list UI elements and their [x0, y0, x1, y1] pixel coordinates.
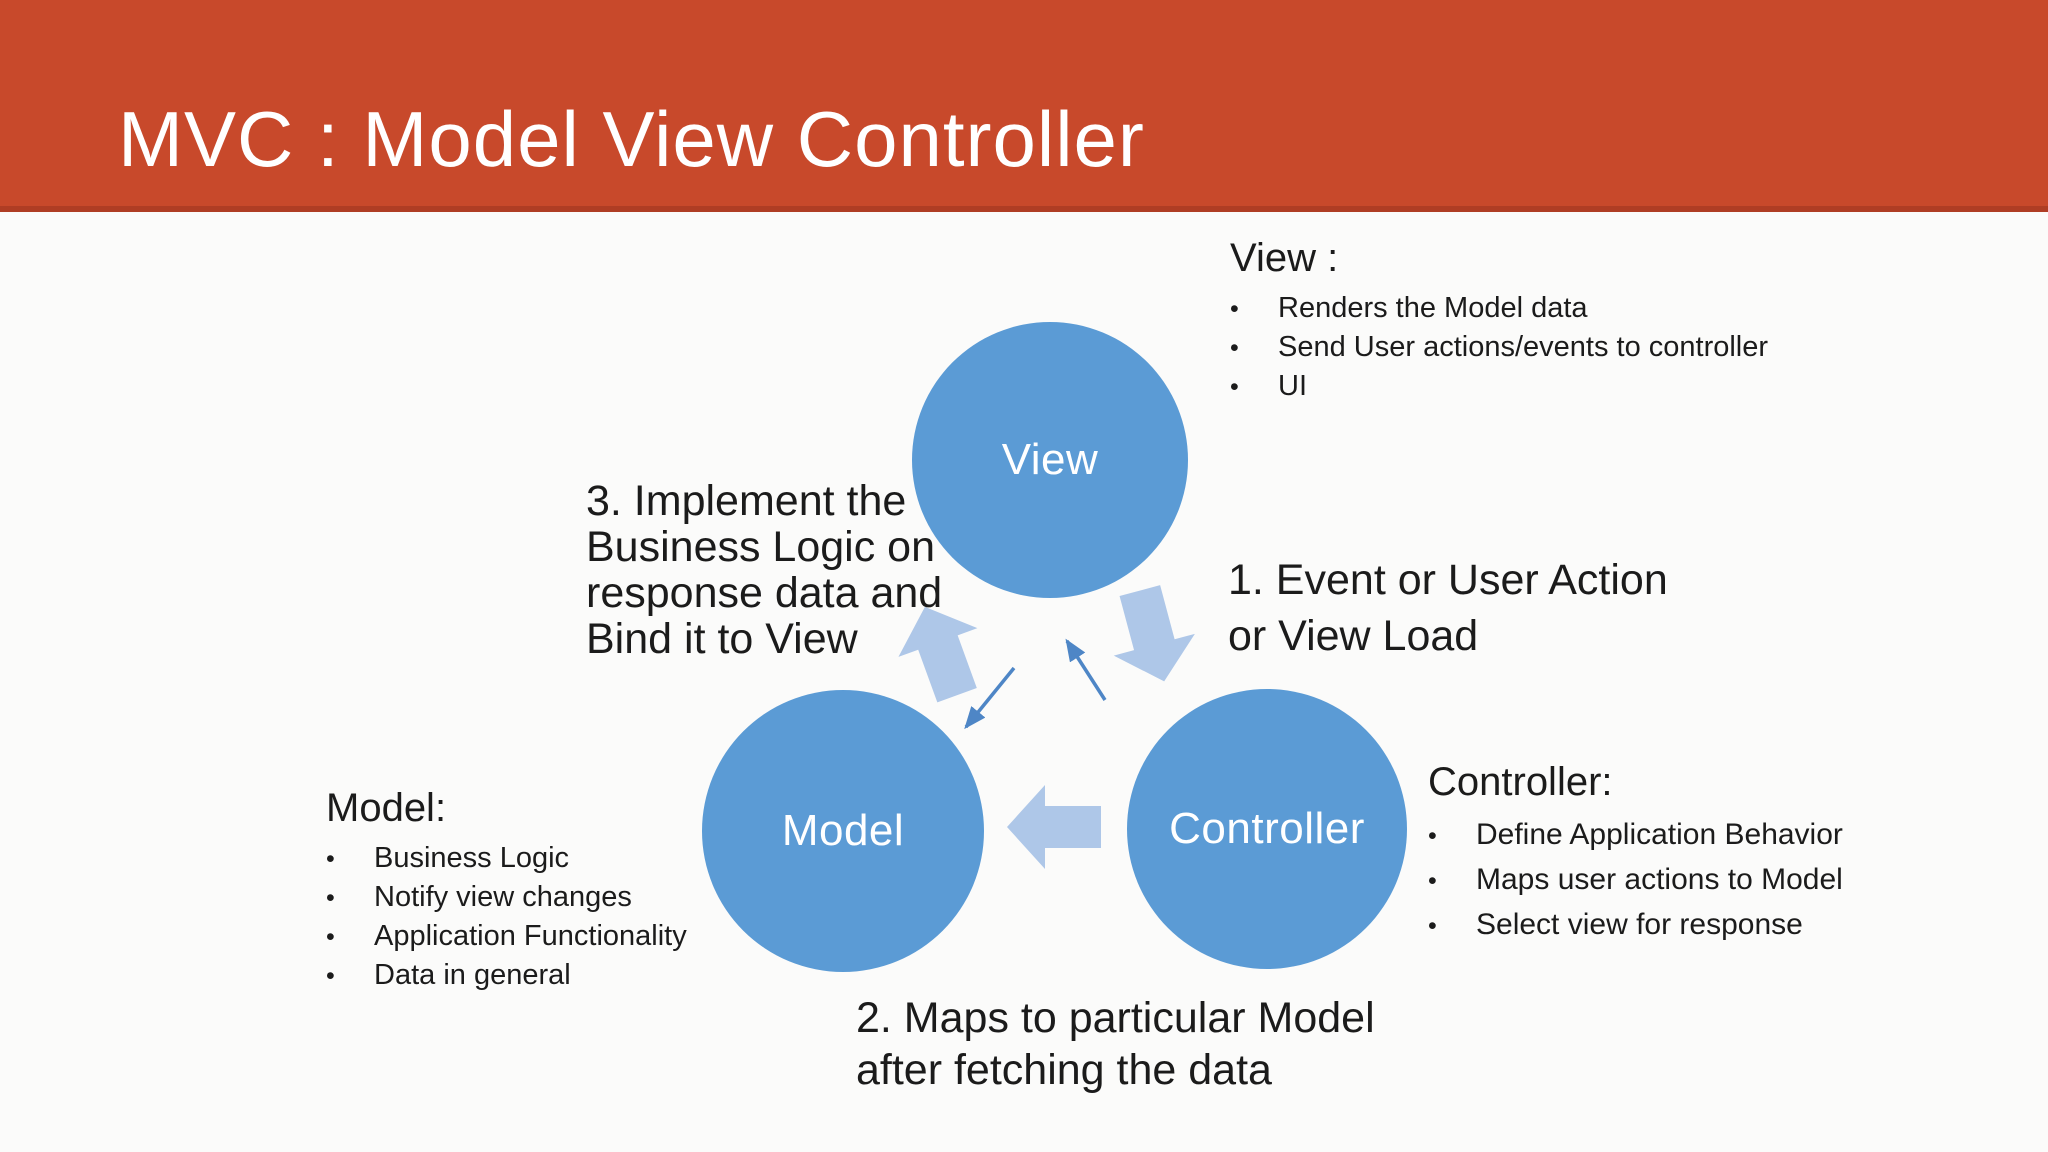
model-notes-heading: Model: [326, 786, 447, 830]
bullet-text: Define Application Behavior [1476, 818, 1843, 851]
bullet-marker-icon: • [326, 923, 335, 951]
view-to-controller-arrow-icon [1113, 585, 1195, 682]
bullet-item: • Select view for response [1428, 903, 2028, 948]
bullet-marker-icon: • [1428, 912, 1437, 940]
view-notes-list: • Renders the Model data • Send User act… [1230, 289, 1950, 406]
bullet-text: Data in general [374, 959, 571, 991]
bullet-item: • Notify view changes [326, 878, 886, 917]
bullet-item: • Application Functionality [326, 917, 886, 956]
node-model-label: Model [781, 806, 905, 855]
bullet-item: • Renders the Model data [1230, 289, 1950, 328]
view-notes-heading: View : [1230, 236, 1339, 280]
node-view-label: View [1001, 435, 1099, 484]
model-notes: Model: • Business Logic • Notify view ch… [326, 786, 886, 995]
controller-to-view-line-arrow-icon [1065, 638, 1107, 701]
bullet-marker-icon: • [1428, 822, 1437, 850]
bullet-text: Maps user actions to Model [1476, 863, 1843, 896]
node-model-circle: Model [702, 690, 984, 972]
bullet-text: Business Logic [374, 842, 570, 874]
bullet-text: Renders the Model data [1278, 292, 1588, 324]
annotation-step3: 3. Implement the Business Logic on respo… [586, 477, 943, 663]
bullet-marker-icon: • [1230, 295, 1239, 323]
bullet-item: • Data in general [326, 956, 886, 995]
controller-notes: Controller: • Define Application Behavio… [1428, 760, 2028, 948]
bullet-text: UI [1278, 370, 1307, 402]
annotation-step2: 2. Maps to particular Model after fetchi… [856, 994, 1375, 1094]
controller-to-model-arrow-icon [1007, 785, 1101, 869]
controller-notes-heading: Controller: [1428, 760, 1613, 804]
node-controller-label: Controller [1169, 804, 1365, 853]
bullet-item: • Maps user actions to Model [1428, 858, 2028, 903]
model-notes-list: • Business Logic • Notify view changes •… [326, 839, 886, 995]
bullet-text: Select view for response [1476, 908, 1803, 941]
bullet-item: • Define Application Behavior [1428, 813, 2028, 858]
bullet-marker-icon: • [326, 845, 335, 873]
bullet-marker-icon: • [326, 962, 335, 990]
bullet-marker-icon: • [1230, 373, 1239, 401]
slide-header-band: MVC : Model View Controller [0, 0, 2048, 212]
bullet-item: • Business Logic [326, 839, 886, 878]
node-view-circle: View [912, 322, 1188, 598]
bullet-text: Send User actions/events to controller [1278, 331, 1769, 363]
bullet-text: Notify view changes [374, 881, 632, 913]
view-to-model-line-arrow-icon [964, 666, 1016, 730]
slide-title: MVC : Model View Controller [118, 95, 1145, 183]
bullet-marker-icon: • [1230, 334, 1239, 362]
bullet-marker-icon: • [1428, 867, 1437, 895]
annotation-step1: 1. Event or User Action or View Load [1228, 556, 1668, 660]
bullet-marker-icon: • [326, 884, 335, 912]
view-notes: View : • Renders the Model data • Send U… [1230, 236, 1950, 406]
bullet-item: • Send User actions/events to controller [1230, 328, 1950, 367]
bullet-text: Application Functionality [374, 920, 687, 952]
node-controller-circle: Controller [1127, 689, 1407, 969]
bullet-item: • UI [1230, 367, 1950, 406]
controller-notes-list: • Define Application Behavior • Maps use… [1428, 813, 2028, 948]
